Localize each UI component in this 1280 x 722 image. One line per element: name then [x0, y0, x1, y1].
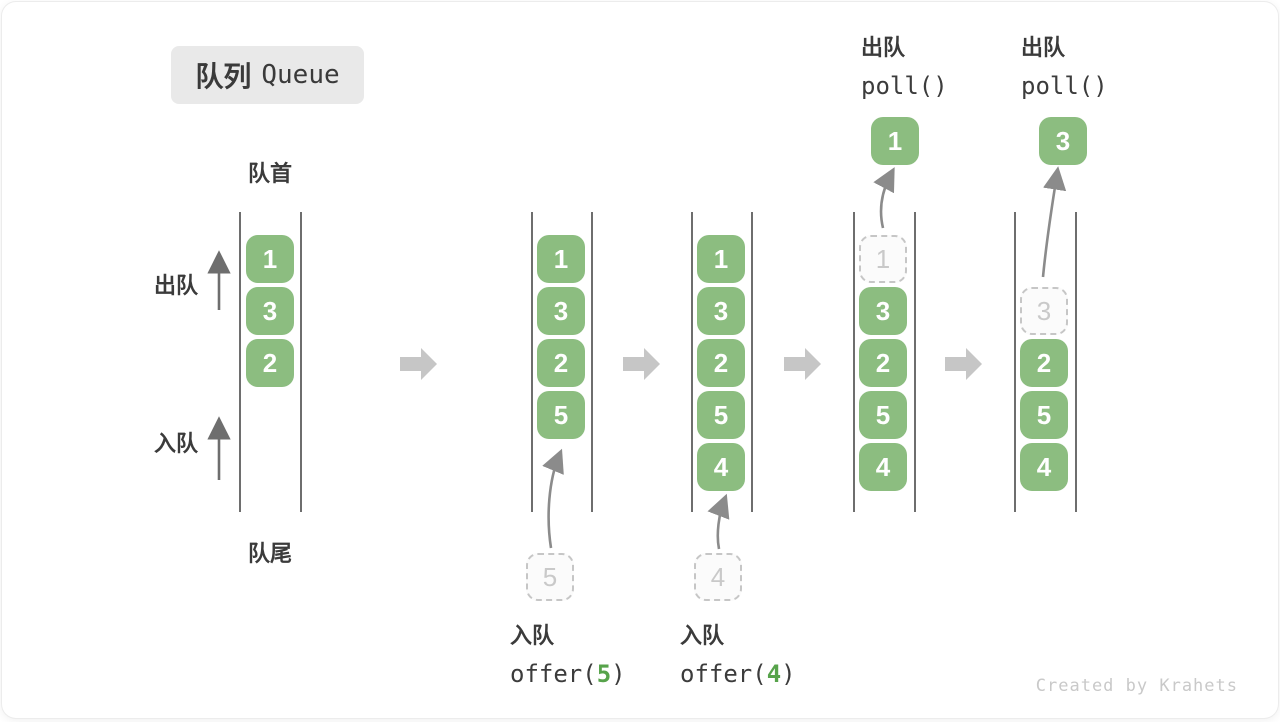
enqueue-action-1-code: offer(5) — [510, 660, 626, 688]
stage-arrow-icon — [623, 348, 660, 380]
queue-item: 1 — [697, 235, 745, 283]
code-arg: 5 — [596, 660, 612, 688]
queue-item: 5 — [697, 391, 745, 439]
queue-item: 1 — [246, 235, 294, 283]
stage-arrow-icon — [400, 348, 437, 380]
queue-item: 1 — [537, 235, 585, 283]
queue-item: 2 — [1020, 339, 1068, 387]
enqueue-arrow-icon — [542, 448, 564, 549]
dequeue-arrow-icon — [1041, 166, 1067, 278]
queue-item: 5 — [1020, 391, 1068, 439]
code-fn: offer( — [680, 660, 767, 688]
enqueue-action-1: 入队 offer(5) — [510, 618, 626, 688]
queue-item: 2 — [859, 339, 907, 387]
popped-item: 1 — [871, 117, 919, 165]
title-badge: 队列 Queue — [171, 46, 364, 104]
dequeue-action-2-code: poll() — [1021, 72, 1108, 100]
queue-item: 3 — [246, 287, 294, 335]
enqueue-arrow-icon — [707, 493, 730, 550]
enqueue-action-2: 入队 offer(4) — [680, 618, 796, 688]
queue-item: 3 — [697, 287, 745, 335]
queue-item: 4 — [697, 443, 745, 491]
queue-item: 4 — [1020, 443, 1068, 491]
code-close: ) — [611, 660, 626, 688]
code-arg: 4 — [766, 660, 782, 688]
queue-item: 3 — [859, 287, 907, 335]
stage5-wall-right — [1075, 212, 1077, 512]
stage2-wall-right — [591, 212, 593, 512]
stage5-wall-left — [1014, 212, 1016, 512]
dequeue-arrow-icon — [873, 167, 895, 229]
dequeue-action-2-label: 出队 — [1021, 35, 1066, 60]
dequeue-action-1-code: poll() — [861, 72, 948, 100]
label-queue-rear: 队尾 — [247, 541, 292, 566]
queue-item: 2 — [697, 339, 745, 387]
popped-item: 3 — [1039, 117, 1087, 165]
queue-item: 5 — [859, 391, 907, 439]
stage4-wall-left — [853, 212, 855, 512]
code-fn: offer( — [510, 660, 597, 688]
enqueue-action-2-code: offer(4) — [680, 660, 796, 688]
dequeue-action-1-label: 出队 — [861, 35, 906, 60]
enqueue-action-1-label: 入队 — [510, 623, 555, 648]
enqueue-up-arrow-icon — [207, 416, 231, 480]
stage3-wall-right — [751, 212, 753, 512]
queue-item: 4 — [859, 443, 907, 491]
queue-item: 5 — [537, 391, 585, 439]
dequeue-action-1: 出队 poll() — [861, 30, 948, 100]
stage4-wall-right — [914, 212, 916, 512]
title-en: Queue — [261, 60, 340, 90]
pending-item: 4 — [694, 553, 742, 601]
ghost-item: 1 — [859, 235, 907, 283]
dequeue-action-2: 出队 poll() — [1021, 30, 1108, 100]
ghost-item: 3 — [1020, 287, 1068, 335]
enqueue-action-2-label: 入队 — [680, 623, 725, 648]
queue-item: 2 — [537, 339, 585, 387]
stage2-wall-left — [531, 212, 533, 512]
dequeue-up-arrow-icon — [207, 250, 231, 310]
watermark: Created by Krahets — [1035, 676, 1238, 696]
pending-item: 5 — [526, 553, 574, 601]
label-dequeue-side: 出队 — [154, 273, 199, 298]
queue-item: 3 — [537, 287, 585, 335]
stage-arrow-icon — [945, 348, 982, 380]
queue-item: 2 — [246, 339, 294, 387]
stage3-wall-left — [691, 212, 693, 512]
title-zh: 队列 — [195, 61, 252, 92]
stage1-wall-right — [300, 212, 302, 512]
code-close: ) — [781, 660, 796, 688]
label-enqueue-side: 入队 — [154, 431, 199, 456]
stage-arrow-icon — [784, 348, 821, 380]
label-queue-front: 队首 — [247, 161, 292, 186]
stage1-wall-left — [239, 212, 241, 512]
